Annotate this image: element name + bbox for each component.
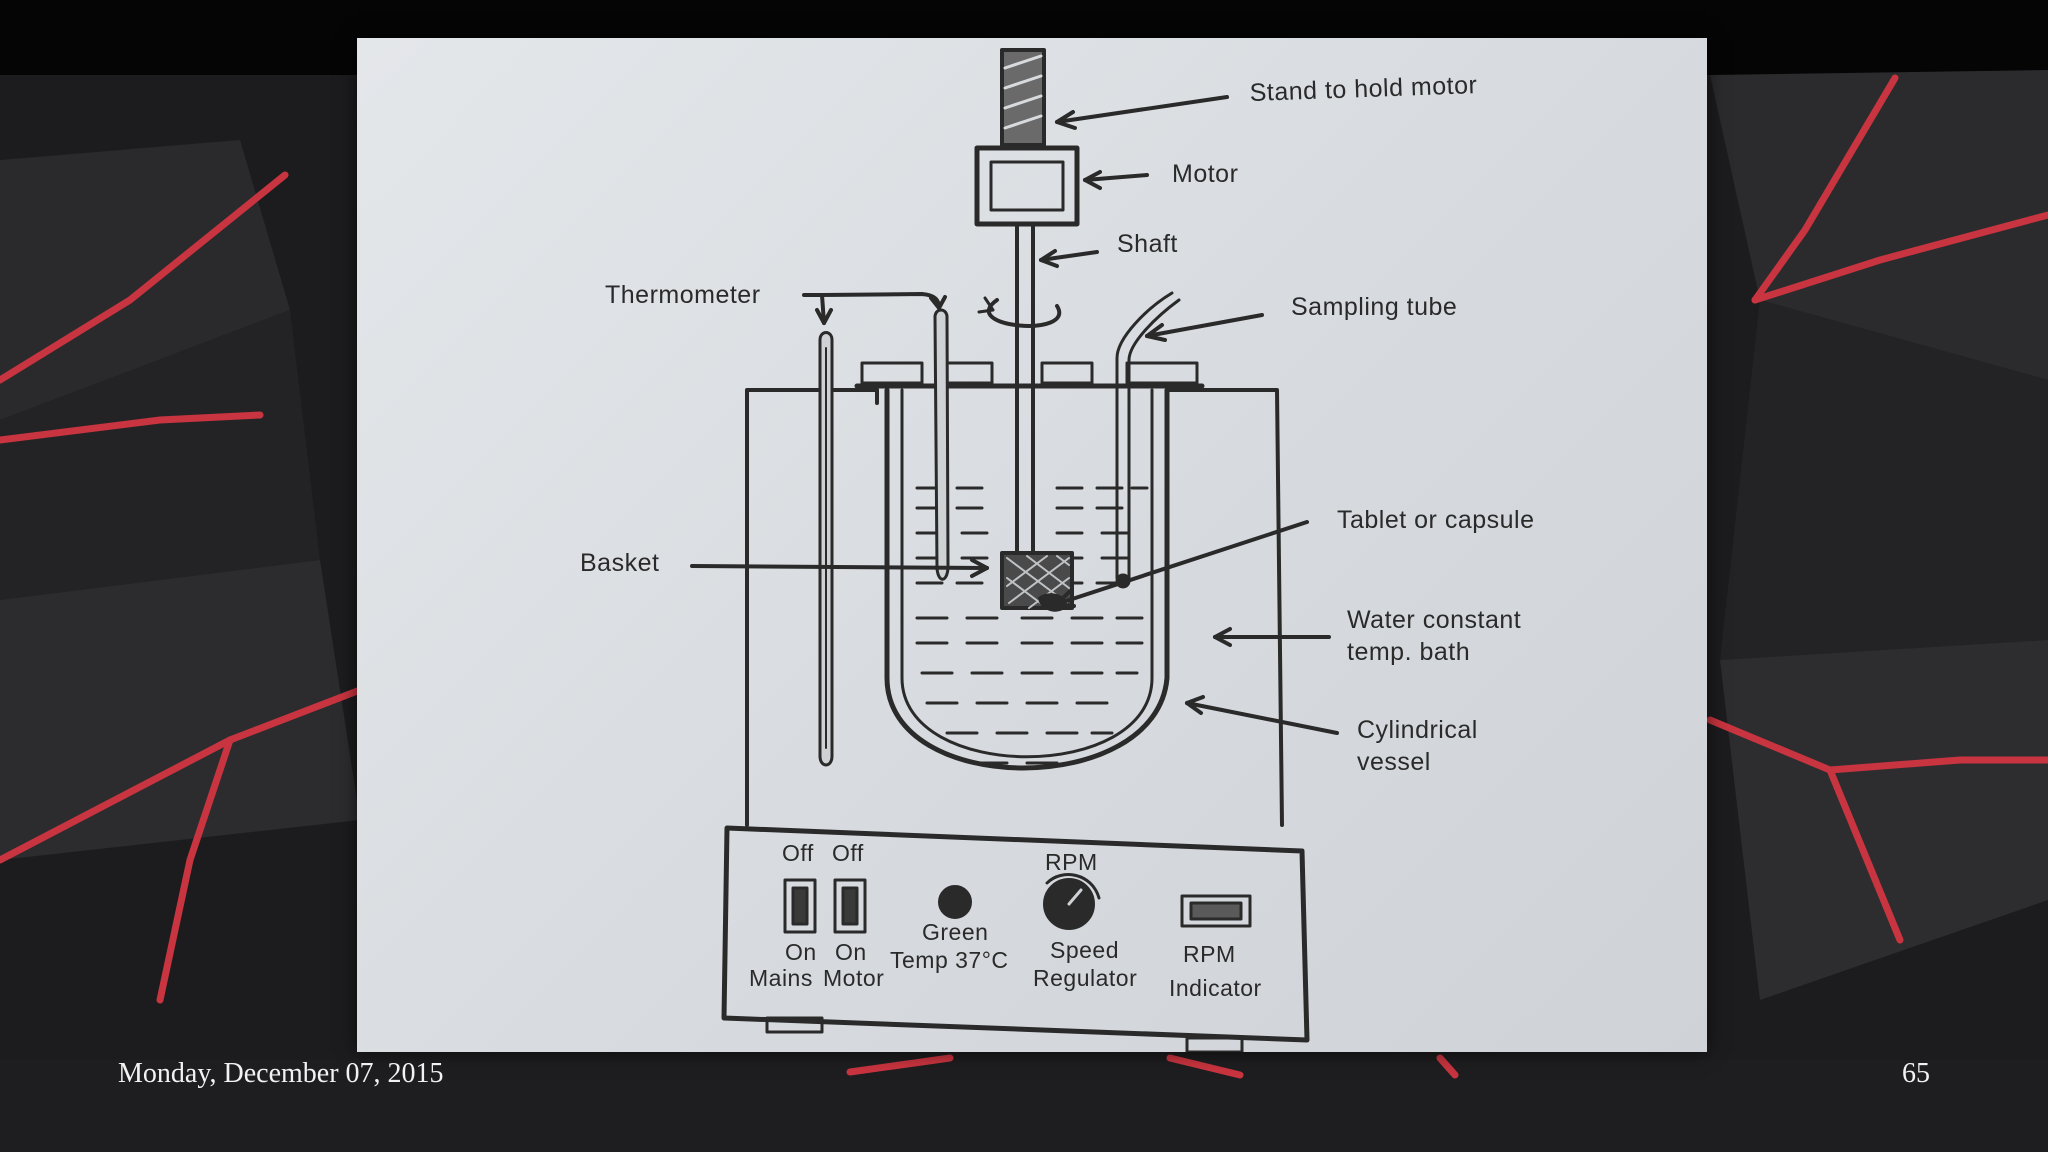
label-rpm-top: RPM <box>1045 849 1098 875</box>
label-off-motor: Off <box>832 840 864 866</box>
label-stand-to-hold-motor: Stand to hold motor <box>1249 71 1478 107</box>
red-crack-left <box>0 171 364 1004</box>
motor-switch <box>833 878 867 934</box>
label-tablet-or-capsule: Tablet or capsule <box>1337 506 1535 534</box>
label-cylindrical-vessel-line2: vessel <box>1357 748 1431 776</box>
green-indicator-lamp <box>938 885 972 919</box>
label-shaft: Shaft <box>1117 230 1178 258</box>
label-motor-switch: Motor <box>823 965 884 991</box>
speed-regulator-knob <box>1043 873 1101 930</box>
label-basket: Basket <box>580 549 659 577</box>
label-thermometer: Thermometer <box>605 281 761 309</box>
label-temp-37c: Temp 37°C <box>890 947 1009 973</box>
rpm-indicator-display <box>1180 894 1252 928</box>
label-water-bath-line1: Water constant <box>1347 606 1521 634</box>
label-regulator: Regulator <box>1033 965 1137 991</box>
label-on-motor: On <box>835 939 867 965</box>
label-speed: Speed <box>1050 937 1119 963</box>
dissolution-apparatus-diagram: Stand to hold motor Motor Shaft Thermome… <box>580 48 1535 1052</box>
thermometer-bath <box>818 331 834 767</box>
red-crack-right <box>846 74 2048 1079</box>
footer-date: Monday, December 07, 2015 <box>118 1058 444 1089</box>
mains-switch <box>783 878 817 934</box>
label-on-mains: On <box>785 939 817 965</box>
label-indicator: Indicator <box>1169 975 1262 1001</box>
motor <box>974 145 1080 227</box>
control-panel <box>721 825 1310 1052</box>
label-water-bath-line2: temp. bath <box>1347 638 1470 666</box>
cylindrical-vessel <box>884 387 1170 771</box>
dissolution-apparatus-figure: Stand to hold motor Motor Shaft Thermome… <box>357 38 1707 1052</box>
thermometer-vessel <box>933 308 950 581</box>
label-mains: Mains <box>749 965 813 991</box>
motor-stand <box>1000 48 1046 147</box>
slide-number: 65 <box>1902 1058 1930 1089</box>
label-motor: Motor <box>1172 160 1238 188</box>
leader-arrows <box>690 95 1339 735</box>
label-green: Green <box>922 919 988 945</box>
dissolution-medium <box>915 486 1149 765</box>
label-cylindrical-vessel-line1: Cylindrical <box>1357 716 1478 744</box>
vessel-lid <box>854 361 1205 389</box>
label-off-mains: Off <box>782 840 814 866</box>
label-sampling-tube: Sampling tube <box>1291 293 1457 321</box>
label-rpm: RPM <box>1183 941 1236 967</box>
